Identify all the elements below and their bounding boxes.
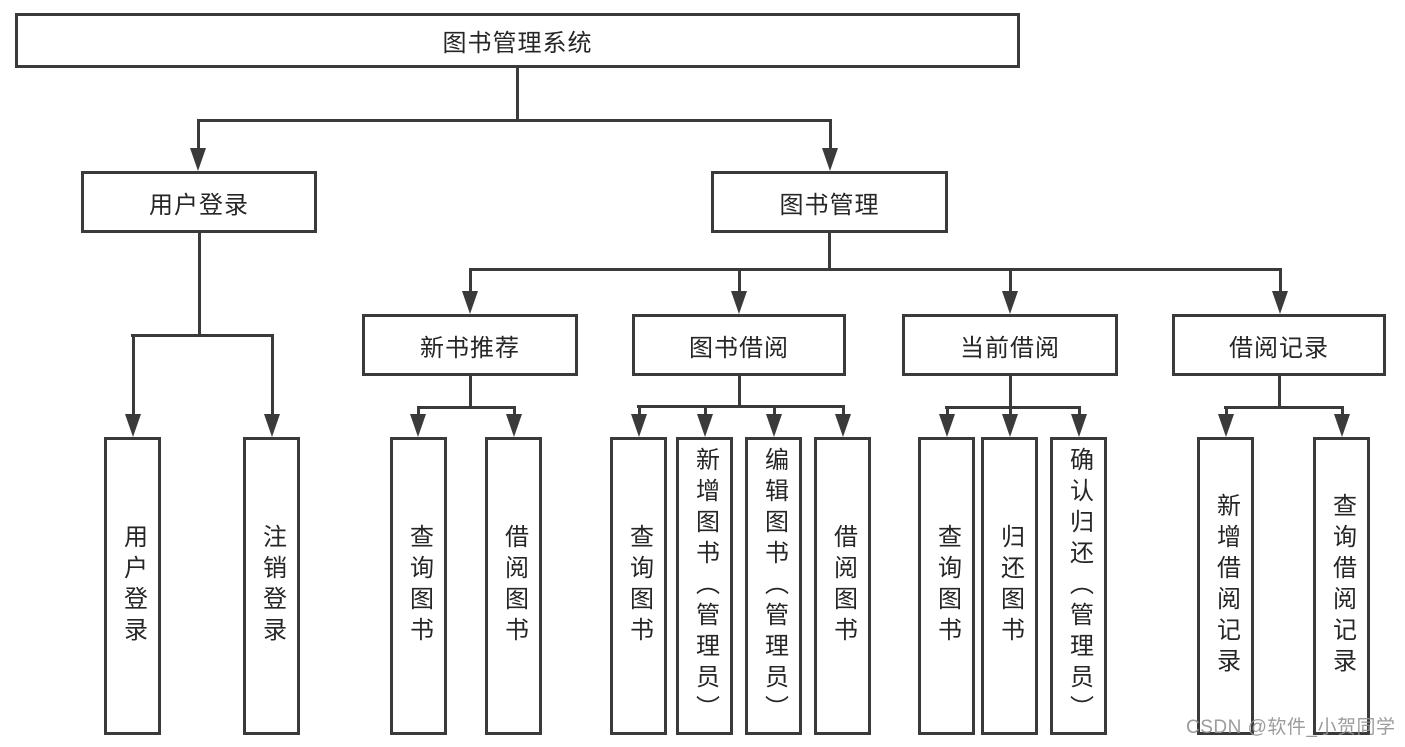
node-new-book-recommend: 新书推荐 (362, 314, 578, 376)
connector-line (638, 407, 641, 416)
arrow-down-icon (1002, 291, 1018, 314)
arrow-down-icon (835, 414, 851, 437)
connector-line (1225, 408, 1228, 416)
connector-line (945, 406, 1081, 409)
arrow-down-icon (1218, 414, 1234, 437)
arrow-down-icon (731, 291, 747, 314)
arrow-down-icon (1272, 291, 1288, 314)
connector-line (1341, 408, 1344, 416)
arrow-down-icon (1002, 414, 1018, 437)
leaf-add-books-admin-label: 新增图书（管理员） (691, 446, 719, 726)
node-root: 图书管理系统 (15, 13, 1020, 68)
arrow-down-icon (264, 414, 280, 437)
leaf-user-login-label: 用户登录 (119, 524, 147, 648)
connector-line (829, 121, 832, 149)
connector-line (271, 336, 274, 415)
connector-line (417, 408, 420, 416)
leaf-current-query-books-label: 查询图书 (933, 524, 961, 648)
connector-line (197, 119, 832, 122)
connector-line (132, 336, 135, 415)
leaf-query-borrow-record: 查询借阅记录 (1313, 437, 1370, 735)
connector-line (469, 270, 472, 292)
arrow-down-icon (822, 148, 838, 171)
leaf-return-books-label: 归还图书 (996, 524, 1024, 648)
node-current-borrowing: 当前借阅 (902, 314, 1118, 376)
node-user-login: 用户登录 (81, 171, 317, 233)
arrow-down-icon (190, 148, 206, 171)
arrow-down-icon (506, 414, 522, 437)
connector-line (738, 270, 741, 292)
leaf-user-login: 用户登录 (104, 437, 161, 735)
leaf-confirm-return-admin: 确认归还（管理员） (1050, 437, 1107, 735)
connector-line (946, 408, 949, 416)
csdn-watermark: CSDN @软件_小贺同学 (1186, 717, 1396, 738)
connector-line (1224, 406, 1344, 409)
node-book-borrowing: 图书借阅 (632, 314, 846, 376)
leaf-add-borrow-record-label: 新增借阅记录 (1212, 493, 1240, 679)
connector-line (1278, 376, 1281, 408)
arrow-down-icon (410, 414, 426, 437)
leaf-add-borrow-record: 新增借阅记录 (1197, 437, 1254, 735)
leaf-edit-books-admin: 编辑图书（管理员） (745, 437, 802, 735)
leaf-add-books-admin: 新增图书（管理员） (676, 437, 733, 735)
leaf-recommend-query-books: 查询图书 (390, 437, 447, 735)
leaf-borrowing-borrow-books-label: 借阅图书 (829, 524, 857, 648)
node-book-management: 图书管理 (711, 171, 948, 233)
leaf-recommend-borrow-books-label: 借阅图书 (500, 524, 528, 648)
connector-line (1279, 270, 1282, 292)
arrow-down-icon (766, 414, 782, 437)
connector-line (738, 376, 741, 407)
leaf-edit-books-admin-label: 编辑图书（管理员） (760, 446, 788, 726)
leaf-borrowing-query-books-label: 查询图书 (625, 524, 653, 648)
leaf-confirm-return-admin-label: 确认归还（管理员） (1065, 446, 1093, 726)
arrow-down-icon (1334, 414, 1350, 437)
leaf-return-books: 归还图书 (981, 437, 1038, 735)
leaf-logout-label: 注销登录 (258, 524, 286, 648)
arrow-down-icon (1071, 414, 1087, 437)
connector-line (1009, 270, 1012, 292)
connector-line (198, 233, 201, 336)
leaf-recommend-query-books-label: 查询图书 (405, 524, 433, 648)
arrow-down-icon (697, 414, 713, 437)
connector-line (131, 334, 274, 337)
arrow-down-icon (631, 414, 647, 437)
leaf-recommend-borrow-books: 借阅图书 (485, 437, 542, 735)
leaf-borrowing-query-books: 查询图书 (610, 437, 667, 735)
leaf-current-query-books: 查询图书 (918, 437, 975, 735)
connector-line (1009, 376, 1012, 408)
connector-line (704, 407, 707, 416)
node-borrow-records: 借阅记录 (1172, 314, 1386, 376)
connector-line (773, 407, 776, 416)
leaf-query-borrow-record-label: 查询借阅记录 (1328, 493, 1356, 679)
leaf-borrowing-borrow-books: 借阅图书 (814, 437, 871, 735)
connector-line (637, 405, 845, 408)
connector-line (1078, 408, 1081, 416)
arrow-down-icon (462, 291, 478, 314)
arrow-down-icon (939, 414, 955, 437)
connector-line (842, 407, 845, 416)
connector-line (469, 268, 1282, 271)
connector-line (516, 68, 519, 121)
connector-line (417, 406, 516, 409)
connector-line (469, 376, 472, 408)
arrow-down-icon (125, 414, 141, 437)
connector-line (513, 408, 516, 416)
connector-line (828, 233, 831, 270)
connector-line (197, 121, 200, 149)
connector-line (1009, 408, 1012, 416)
leaf-logout: 注销登录 (243, 437, 300, 735)
